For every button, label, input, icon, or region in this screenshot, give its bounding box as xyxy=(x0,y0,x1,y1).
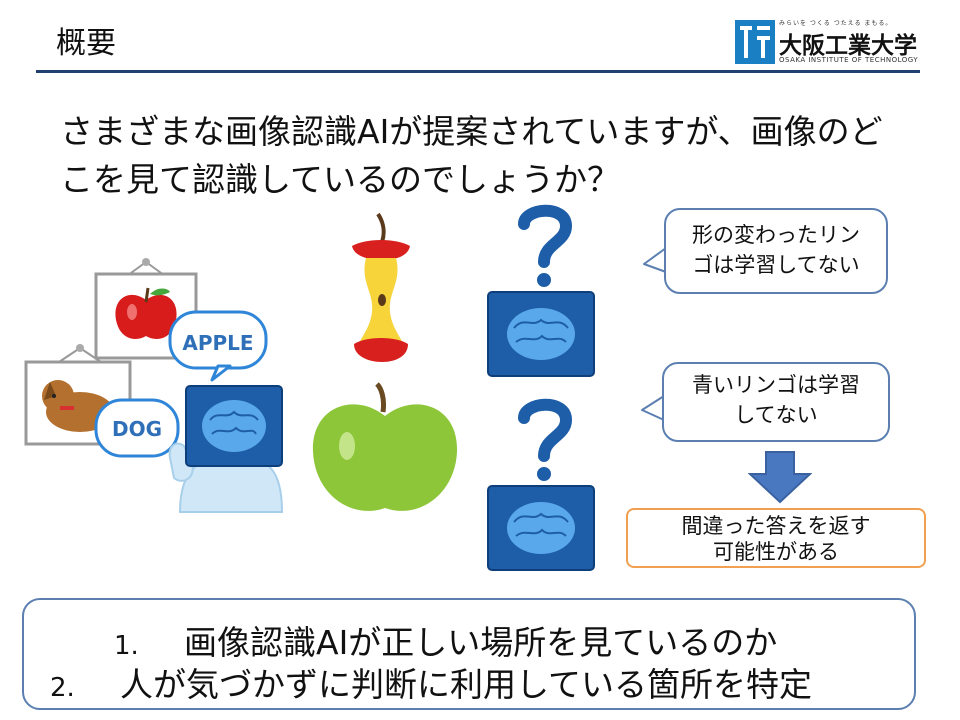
logo-subtitle: OSAKA INSTITUTE OF TECHNOLOGY xyxy=(779,56,919,64)
goal-item-2: 2. 人が気づかずに判断に利用している箇所を特定 xyxy=(50,658,812,706)
bubble-line: してない xyxy=(734,403,818,427)
green-apple-icon xyxy=(312,382,458,511)
apple-label: APPLE xyxy=(182,331,253,355)
arrow-down-icon xyxy=(748,451,812,504)
bubble-line: ゴは学習してない xyxy=(692,253,860,277)
result-line: 間違った答えを返す xyxy=(681,514,871,538)
logo-mark-icon xyxy=(735,20,775,64)
speech-bubble-shape: 形の変わったリン ゴは学習してない xyxy=(664,208,888,294)
bubble-line: 青いリンゴは学習 xyxy=(692,373,860,397)
speech-bubble-color: 青いリンゴは学習 してない xyxy=(662,362,890,442)
goals-box: 1. 画像認識AIが正しい場所を見ているのか 2. 人が気づかずに判断に利用している… xyxy=(22,598,916,710)
ai-recognizer-illustration: APPLE DOG xyxy=(24,258,284,513)
goal-text: 人が気づかずに判断に利用している箇所を特定 xyxy=(120,665,813,704)
goal-number: 1. xyxy=(114,631,139,661)
brain-board-icon-2 xyxy=(487,485,595,571)
result-line: 可能性がある xyxy=(713,540,839,564)
logo-tagline: みらいを つくる つたえる まもる。 xyxy=(779,20,893,27)
brain-board-icon-1 xyxy=(487,291,595,377)
logo-name: 大阪工業大学 xyxy=(779,33,917,59)
question-mark-icon-2 xyxy=(518,398,573,481)
ai-question-column xyxy=(487,204,595,571)
goal-item-1: 1. 画像認識AIが正しい場所を見ているのか xyxy=(114,616,777,664)
question-text: さまざまな画像認識AIが提案されていますが、画像のどこを見て認識しているのでしょ… xyxy=(60,112,883,199)
slide-title: 概要 xyxy=(56,26,116,61)
university-logo: みらいを つくる つたえる まもる。 大阪工業大学 OSAKA INSTITUT… xyxy=(735,18,925,66)
goal-text: 画像認識AIが正しい場所を見ているのか xyxy=(184,623,778,662)
dog-label: DOG xyxy=(112,417,162,441)
apple-core-icon xyxy=(352,212,410,362)
bubble-line: 形の変わったリン xyxy=(692,223,860,247)
apple-label-bubble: APPLE xyxy=(168,310,268,382)
result-box: 間違った答えを返す 可能性がある xyxy=(626,508,926,568)
goal-number: 2. xyxy=(50,673,75,703)
question-mark-icon-1 xyxy=(518,204,573,287)
dog-label-bubble: DOG xyxy=(94,398,180,458)
header-divider xyxy=(36,70,920,73)
